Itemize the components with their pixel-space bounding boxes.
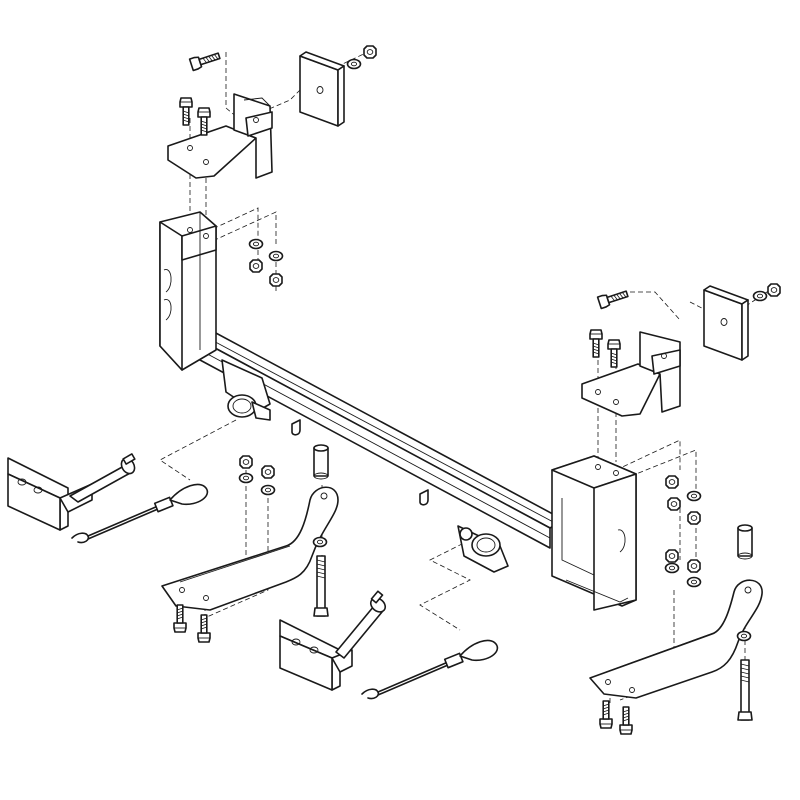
- mount-hole: [187, 227, 193, 233]
- left-tow-bracket: [7, 453, 136, 531]
- right-upper-bracket: [581, 331, 681, 417]
- nut-icon: [767, 283, 781, 297]
- center-safety-cable: [361, 639, 499, 700]
- bolt-icon: [188, 49, 222, 72]
- nut-icon: [667, 497, 681, 511]
- washer-icon: [238, 472, 254, 484]
- long-bolt-right: [737, 659, 753, 721]
- mount-hole: [203, 233, 209, 239]
- mount-hole: [595, 464, 601, 470]
- center-tow-bracket: [279, 590, 387, 691]
- long-bolt-left: [313, 555, 329, 617]
- washer-icon: [260, 484, 276, 496]
- tube-tab-1: [291, 419, 301, 436]
- right-side-plate: [551, 455, 637, 611]
- washer-icon: [686, 490, 702, 502]
- spacer-sleeve-left: [313, 444, 329, 480]
- nut-icon: [239, 455, 253, 469]
- nut-icon: [363, 45, 377, 59]
- left-lower-arm: [161, 486, 339, 611]
- nut-icon: [687, 559, 701, 573]
- washer-icon: [312, 536, 328, 548]
- nut-icon: [665, 549, 679, 563]
- washer-icon: [248, 238, 264, 250]
- bolt-icon: [596, 287, 630, 310]
- left-upper-bracket: [167, 93, 273, 179]
- bolt-icon: [589, 329, 603, 358]
- right-spacer-plate: [703, 285, 749, 361]
- nut-icon: [269, 273, 283, 287]
- spacer-sleeve-right: [737, 524, 753, 560]
- nut-icon: [687, 511, 701, 525]
- washer-icon: [664, 562, 680, 574]
- nut-icon: [249, 259, 263, 273]
- bolt-icon: [197, 614, 211, 643]
- bolt-icon: [607, 339, 621, 368]
- cross-tube: [199, 331, 565, 549]
- bolt-icon: [619, 706, 633, 735]
- left-spacer-plate: [299, 51, 345, 127]
- bolt-icon: [173, 604, 187, 633]
- washer-icon: [752, 290, 768, 302]
- right-lower-arm: [589, 579, 763, 699]
- left-side-plate: [159, 211, 217, 371]
- nut-icon: [261, 465, 275, 479]
- bolt-icon: [599, 700, 613, 729]
- washer-icon: [346, 58, 362, 70]
- washer-icon: [686, 576, 702, 588]
- washer-icon: [268, 250, 284, 262]
- bolt-icon: [197, 107, 211, 136]
- nut-icon: [665, 475, 679, 489]
- mount-hole: [613, 470, 619, 476]
- washer-icon: [736, 630, 752, 642]
- left-receiver-collar: [221, 359, 271, 421]
- right-receiver-collar: [457, 525, 509, 573]
- tube-tab-2: [419, 489, 429, 506]
